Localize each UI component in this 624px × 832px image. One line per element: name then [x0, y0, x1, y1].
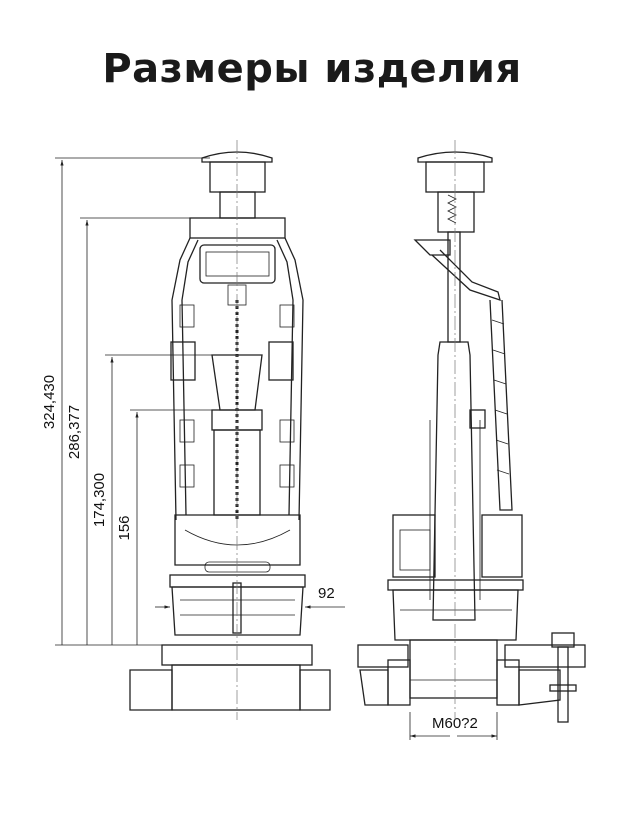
page-title: Размеры изделия: [102, 46, 522, 92]
dimension-lines: [55, 157, 498, 740]
dim-mid-height: 174,300: [91, 473, 108, 527]
front-view: [129, 140, 331, 720]
dim-lower-height: 156: [116, 515, 133, 540]
dim-total-height: 324,430: [41, 375, 58, 429]
dim-upper-height: 286,377: [66, 405, 83, 459]
dim-thread: M60?2: [432, 715, 478, 732]
side-view: [357, 140, 586, 723]
dim-side-width: 92: [318, 585, 335, 602]
